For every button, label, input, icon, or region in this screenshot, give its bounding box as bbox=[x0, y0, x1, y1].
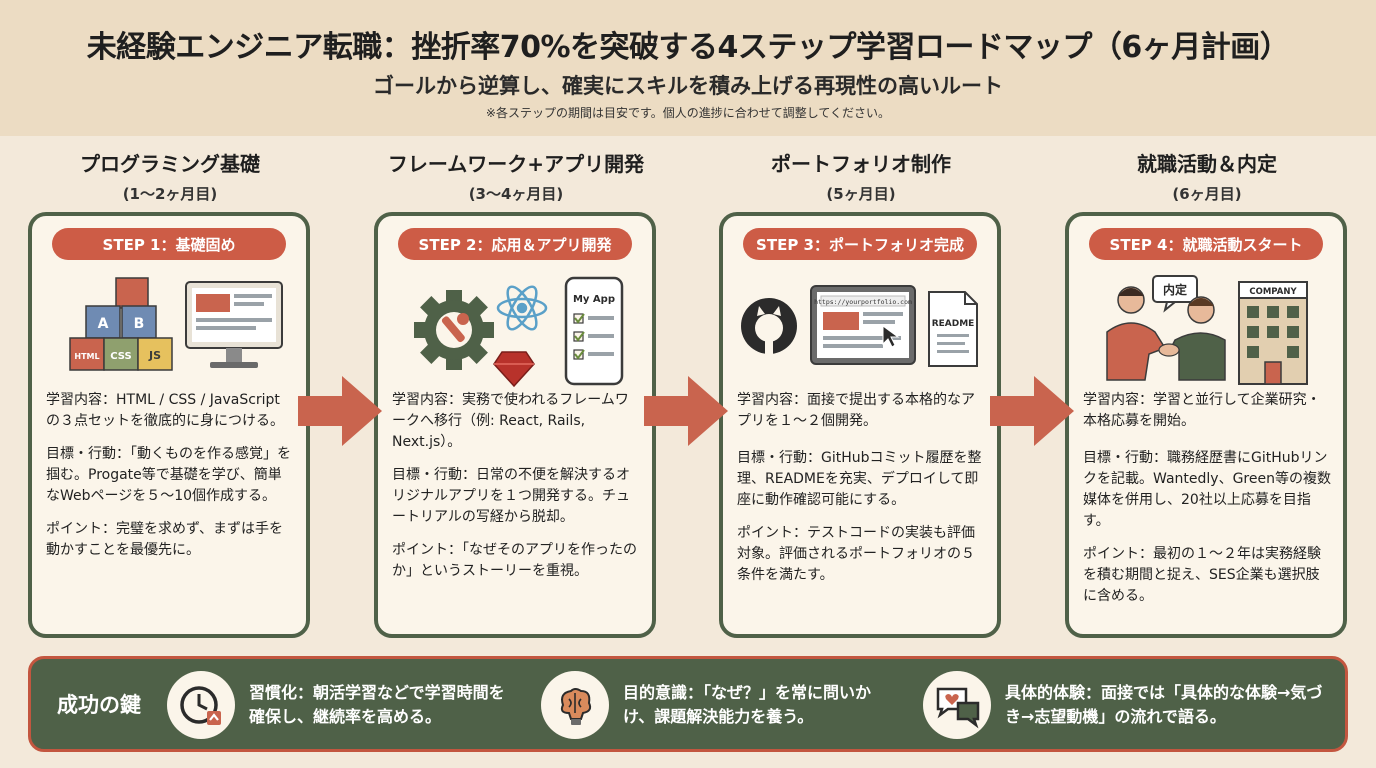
step4-text: 学習内容：学習と並行して企業研究・本格応募を開始。 目標・行動：職務経歴書にGi… bbox=[1083, 390, 1331, 619]
step3-card: STEP 3：ポートフォリオ完成 https://yourportfolio.c… bbox=[719, 212, 1001, 638]
step2-illustration: My App bbox=[388, 270, 642, 390]
clock-icon bbox=[167, 671, 235, 739]
step4-period: (6ヶ月目) bbox=[1172, 185, 1242, 203]
step2-point: ポイント：「なぜそのアプリを作ったのか」というストーリーを重視。 bbox=[392, 542, 637, 579]
step4-heading: 就職活動＆内定 (6ヶ月目) bbox=[1067, 148, 1347, 204]
block-js-label: JS bbox=[148, 349, 161, 362]
step1-title: プログラミング基礎 bbox=[80, 152, 260, 176]
step1-text: 学習内容：HTML / CSS / JavaScript の３点セットを徹底的に… bbox=[46, 390, 294, 573]
block-a-label: A bbox=[98, 316, 109, 332]
step1-illustration: A B HTML CSS JS bbox=[42, 270, 296, 390]
blocks-monitor-icon: A B HTML CSS JS bbox=[69, 277, 283, 371]
step1-card: STEP 1：基礎固め A B HTML CSS JS bbox=[28, 212, 310, 638]
step4-card: STEP 4：就職活動スタート 内定 COMPANY bbox=[1065, 212, 1347, 638]
step4-pill: STEP 4：就職活動スタート bbox=[1089, 228, 1323, 260]
key-item-experience: 具体的体験：面接では「具体的な体験→気づき→志望動機」の流れで語る。 bbox=[923, 671, 1325, 739]
step1-goal: 目標・行動：「動くものを作る感覚」を掴む。Progate等で基礎を学び、簡単なW… bbox=[46, 446, 291, 504]
key-item-purpose: 目的意識：「なぜ？」を常に問いかけ、課題解決能力を養う。 bbox=[541, 671, 893, 739]
gear-react-phone-icon: My App bbox=[414, 276, 624, 388]
arrow-right-icon bbox=[298, 376, 382, 446]
step2-pill: STEP 2：応用＆アプリ開発 bbox=[398, 228, 632, 260]
step4-point: ポイント：最初の１〜２年は実務経験を積む期間と捉え、SES企業も選択肢に含める。 bbox=[1083, 546, 1321, 604]
step4-illustration: 内定 COMPANY bbox=[1079, 270, 1333, 390]
page-subtitle: ゴールから逆算し、確実にスキルを積み上げる再現性の高いルート bbox=[373, 74, 1003, 98]
step3-period: (5ヶ月目) bbox=[826, 185, 896, 203]
step2-card: STEP 2：応用＆アプリ開発 bbox=[374, 212, 656, 638]
header-banner: 未経験エンジニア転職：挫折率70%を突破する4ステップ学習ロードマップ（6ヶ月計… bbox=[0, 0, 1376, 136]
page-title: 未経験エンジニア転職：挫折率70%を突破する4ステップ学習ロードマップ（6ヶ月計… bbox=[86, 30, 1290, 65]
block-css-label: CSS bbox=[110, 351, 131, 362]
step4-content: 学習内容：学習と並行して企業研究・本格応募を開始。 bbox=[1083, 392, 1321, 429]
step3-illustration: https://yourportfolio.com README bbox=[733, 270, 987, 390]
step4-goal: 目標・行動：職務経歴書にGitHubリンクを記載。Wantedly、Green等… bbox=[1083, 450, 1331, 529]
step2-period: (3〜4ヶ月目) bbox=[468, 185, 564, 203]
key-item-habit: 習慣化：朝活学習などで学習時間を確保し、継続率を高める。 bbox=[167, 671, 519, 739]
step3-text: 学習内容：面接で提出する本格的なアプリを１〜２個開発。 目標・行動：GitHub… bbox=[737, 390, 985, 598]
step3-title: ポートフォリオ制作 bbox=[771, 152, 951, 176]
chat-heart-icon bbox=[923, 671, 991, 739]
github-browser-readme-icon: https://yourportfolio.com README bbox=[741, 285, 978, 367]
step3-pill: STEP 3：ポートフォリオ完成 bbox=[743, 228, 977, 260]
key-text-purpose: 目的意識：「なぜ？」を常に問いかけ、課題解決能力を養う。 bbox=[623, 683, 872, 726]
step2-content: 学習内容：実務で使われるフレームワークへ移行（例: React, Rails, … bbox=[392, 392, 629, 450]
bubble-label: 内定 bbox=[1163, 282, 1187, 297]
block-b-label: B bbox=[134, 316, 145, 332]
company-label: COMPANY bbox=[1249, 287, 1297, 297]
arrow-right-icon bbox=[990, 376, 1074, 446]
step2-title: フレームワーク+アプリ開発 bbox=[387, 152, 645, 176]
step3-point: ポイント：テストコードの実装も評価対象。評価されるポートフォリオの５条件を満たす… bbox=[737, 525, 975, 583]
key-text-experience: 具体的体験：面接では「具体的な体験→気づき→志望動機」の流れで語る。 bbox=[1005, 683, 1323, 726]
step4-title: 就職活動＆内定 bbox=[1137, 152, 1277, 176]
brain-icon bbox=[541, 671, 609, 739]
step2-text: 学習内容：実務で使われるフレームワークへ移行（例: React, Rails, … bbox=[392, 390, 640, 594]
block-html-label: HTML bbox=[74, 352, 99, 361]
step2-heading: フレームワーク+アプリ開発 (3〜4ヶ月目) bbox=[376, 148, 656, 204]
key-text-habit: 習慣化：朝活学習などで学習時間を確保し、継続率を高める。 bbox=[249, 683, 505, 726]
step1-pill: STEP 1：基礎固め bbox=[52, 228, 286, 260]
step1-heading: プログラミング基礎 (1〜2ヶ月目) bbox=[30, 148, 310, 204]
readme-label: README bbox=[932, 319, 975, 329]
step3-heading: ポートフォリオ制作 (5ヶ月目) bbox=[721, 148, 1001, 204]
step3-content: 学習内容：面接で提出する本格的なアプリを１〜２個開発。 bbox=[737, 392, 975, 429]
arrow-right-icon bbox=[644, 376, 728, 446]
success-keys-panel: 成功の鍵 習慣化：朝活学習などで学習時間を確保し、継続率を高める。 目的意識：「… bbox=[28, 656, 1348, 752]
browser-url-label: https://yourportfolio.com bbox=[814, 298, 912, 306]
step2-goal: 目標・行動：日常の不便を解決するオリジナルアプリを１つ開発する。チュートリアルの… bbox=[392, 467, 630, 525]
success-keys-label: 成功の鍵 bbox=[57, 693, 141, 717]
step3-goal: 目標・行動：GitHubコミット履歴を整理、READMEを充実、デプロイして即座… bbox=[737, 450, 982, 508]
step1-content: 学習内容：HTML / CSS / JavaScript の３点セットを徹底的に… bbox=[46, 392, 284, 429]
page-note: ※各ステップの期間は目安です。個人の進捗に合わせて調整してください。 bbox=[485, 106, 891, 120]
handshake-company-icon: 内定 COMPANY bbox=[1106, 275, 1308, 385]
step1-point: ポイント：完璧を求めず、まずは手を動かすことを最優先に。 bbox=[46, 521, 284, 558]
step1-period: (1〜2ヶ月目) bbox=[122, 185, 218, 203]
phone-title-label: My App bbox=[573, 294, 615, 305]
